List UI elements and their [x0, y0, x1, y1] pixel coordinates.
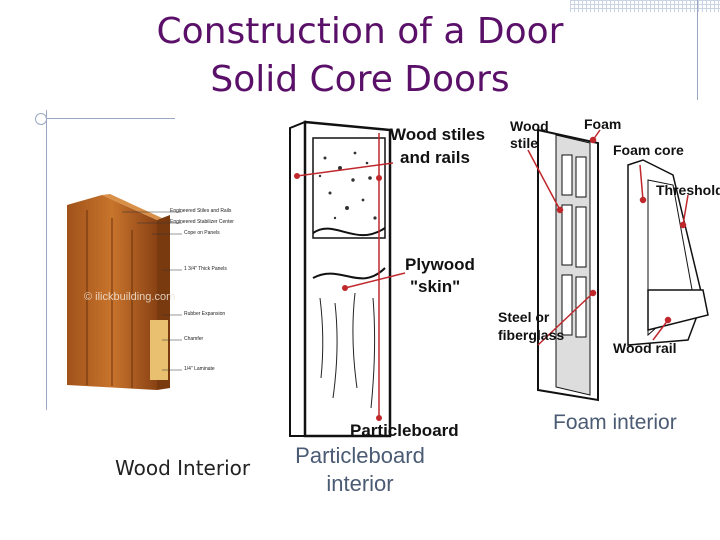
particleboard-door-image: Wood stiles and rails Plywood "skin" Par… [289, 120, 485, 440]
label-foam-core: Foam core [613, 142, 684, 158]
label-wood-rail: Wood rail [613, 340, 677, 356]
label-plywood: Plywood [405, 255, 475, 274]
title-line-2: Solid Core Doors [210, 59, 510, 100]
caption-line: interior [326, 471, 394, 496]
decorative-grid [570, 0, 720, 12]
wood-label: Cope on Panels [184, 230, 220, 236]
label-steel-or: Steel or [498, 309, 550, 325]
decorative-line [40, 118, 175, 119]
label-stile: stile [510, 135, 538, 151]
decorative-line [46, 110, 47, 410]
label-wood: Wood [510, 118, 549, 134]
decorative-circle [35, 113, 47, 125]
label-and-rails: and rails [400, 148, 470, 167]
watermark: © ilickbuilding.com [84, 291, 175, 303]
decorative-line [697, 0, 698, 100]
caption-wood-interior: Wood Interior [115, 456, 251, 480]
label-fiberglass: fiberglass [498, 327, 564, 343]
foam-door-image: Wood stile Foam Foam core Threshold Stee… [498, 116, 720, 402]
label-particleboard: Particleboard [350, 421, 459, 440]
wood-door-cutaway-image: Engineered Stiles and Rails Engineered S… [67, 194, 234, 390]
label-threshold: Threshold [656, 182, 720, 198]
caption-line: Particleboard [295, 443, 425, 468]
caption-particleboard-interior: Particleboard interior [290, 442, 430, 498]
label-foam: Foam [584, 116, 621, 132]
wood-label: Chamfer [184, 336, 204, 342]
slide-title: Construction of a Door Solid Core Doors [0, 8, 720, 104]
wood-label: Engineered Stabilizer Center [170, 219, 234, 225]
wood-label: 1/4" Laminate [184, 366, 215, 372]
wood-label: Rubber Expansion [184, 311, 225, 317]
label-skin: "skin" [410, 277, 460, 296]
wood-label: Engineered Stiles and Rails [170, 208, 232, 214]
title-line-1: Construction of a Door [156, 11, 564, 52]
label-wood-stiles: Wood stiles [390, 125, 485, 144]
wood-label: 1 3/4" Thick Panels [184, 266, 227, 272]
caption-foam-interior: Foam interior [553, 411, 677, 434]
